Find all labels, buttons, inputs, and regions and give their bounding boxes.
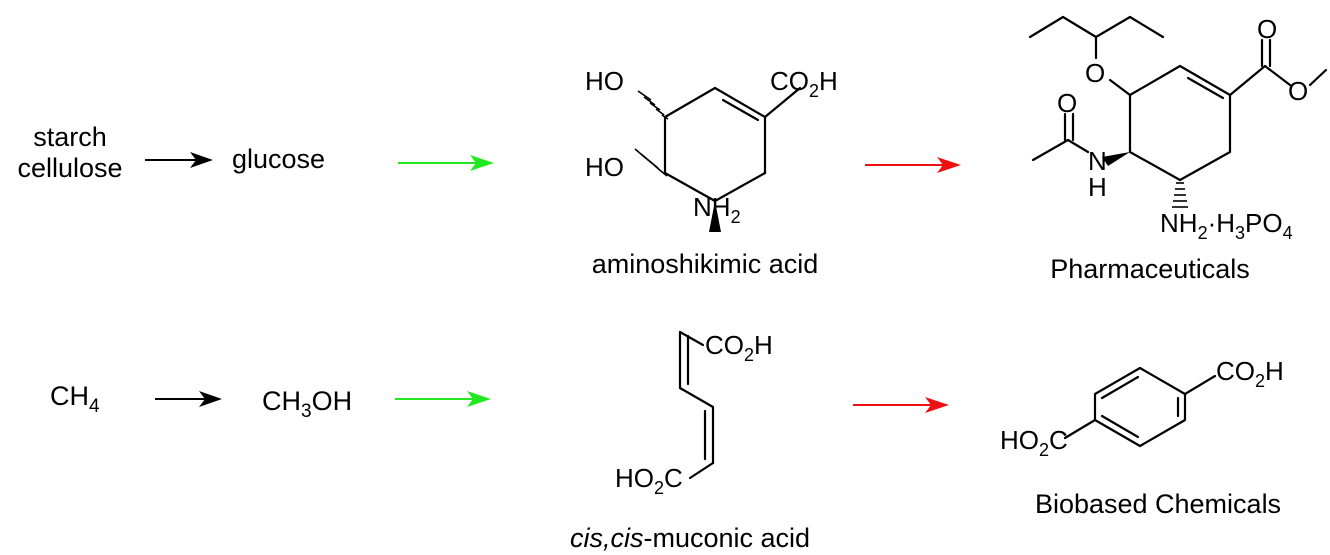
- wedge-bond-nh2: [709, 201, 721, 232]
- hash-bond-oh-bottom: [634, 148, 668, 177]
- arrow-black-1: [145, 152, 213, 168]
- atom-co2h-muconic: CO2H: [705, 330, 773, 365]
- arrow-red-2: [853, 397, 949, 413]
- atom-co2h-terephthalic: CO2H: [1216, 356, 1284, 391]
- pharmaceuticals-label: Pharmaceuticals: [1050, 254, 1250, 284]
- methanol-label: CH3OH: [262, 386, 352, 422]
- arrow-red-1: [865, 157, 961, 173]
- atom-o-ether: O: [1085, 58, 1105, 88]
- aminoshikimic-acid-label: aminoshikimic acid: [592, 249, 819, 279]
- arrow-green-1: [398, 155, 494, 171]
- atom-ho-bottom: HO: [585, 152, 624, 182]
- arrow-green-2: [395, 391, 491, 407]
- start-starch: starch: [33, 122, 107, 152]
- aminoshikimic-acid-structure: HO HO CO2H NH2: [585, 66, 838, 232]
- methane-label: CH4: [50, 381, 100, 417]
- atom-ho2c-terephthalic: HO2C: [1000, 425, 1068, 460]
- atom-ho2c-muconic: HO2C: [615, 463, 683, 498]
- atom-ho-top: HO: [585, 66, 624, 96]
- start-cellulose: cellulose: [17, 153, 122, 183]
- hash-bond-nh2: [1172, 182, 1188, 208]
- atom-nh2: NH2: [693, 192, 741, 227]
- muconic-label-rest: -muconic acid: [643, 523, 810, 553]
- terephthalic-acid-structure: CO2H HO2C: [1000, 356, 1284, 460]
- atom-co2h: CO2H: [770, 66, 838, 101]
- hash-bond-oh-top: [637, 90, 669, 120]
- muconic-acid-structure: CO2H HO2C: [615, 330, 773, 498]
- atom-n-amide: N: [1088, 146, 1107, 176]
- pharmaceutical-structure: O O O O N H NH2·H3PO4: [1028, 14, 1328, 243]
- biobased-chemicals-label: Biobased Chemicals: [1035, 489, 1281, 519]
- atom-h-amide: H: [1088, 172, 1107, 202]
- atom-nh2-phosphate: NH2·H3PO4: [1160, 208, 1293, 243]
- wedge-bond-nh: [1102, 152, 1130, 166]
- atom-o-carbonyl: O: [1257, 14, 1277, 44]
- atom-o-amide: O: [1057, 88, 1077, 118]
- muconic-label-italic: cis,cis: [570, 523, 644, 553]
- arrow-black-2: [155, 391, 222, 407]
- muconic-acid-label: cis,cis-muconic acid: [570, 523, 810, 553]
- atom-o-ester: O: [1288, 76, 1308, 106]
- glucose-label: glucose: [232, 144, 325, 174]
